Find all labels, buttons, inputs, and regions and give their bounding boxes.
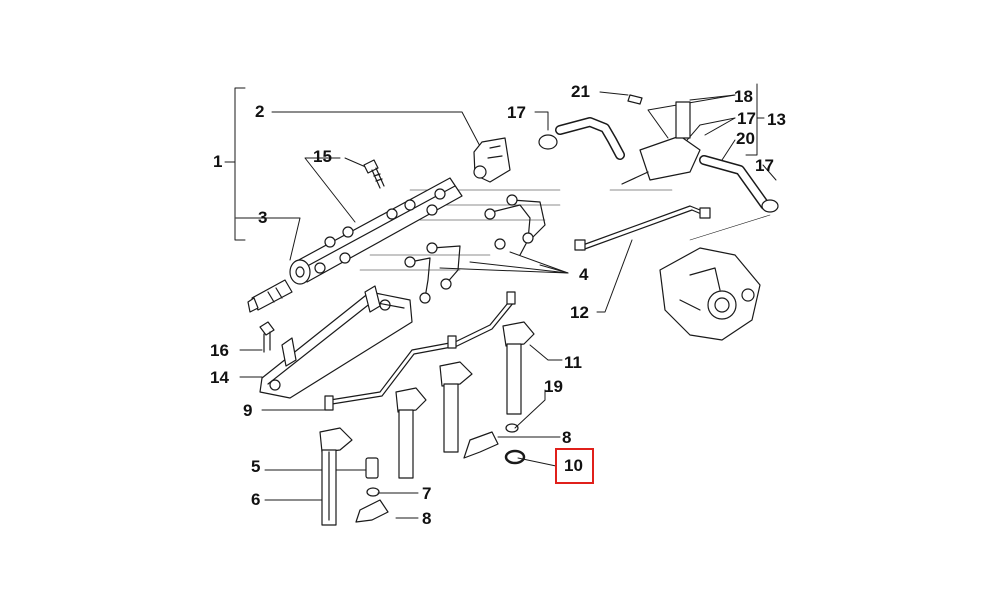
injector-1 (319, 427, 353, 526)
injector-4 (502, 321, 535, 415)
callout-17-top: 17 (737, 109, 756, 128)
highlight-box (555, 448, 594, 484)
injector-2 (395, 387, 427, 479)
callout-1: 1 (213, 152, 223, 171)
callout-10: 10 (564, 456, 583, 475)
fuel-rail (289, 177, 463, 285)
sleeve-5 (365, 457, 379, 479)
callout-20: 20 (736, 129, 755, 148)
callout-5: 5 (251, 457, 261, 476)
bolt-15 (363, 159, 385, 189)
callout-4: 4 (579, 265, 589, 284)
callout-9: 9 (243, 401, 253, 420)
callout-8-lower: 8 (422, 509, 432, 528)
callout-6: 6 (251, 490, 261, 509)
return-pipe (324, 291, 516, 411)
clamp-8-lower (355, 499, 389, 523)
callout-16: 16 (210, 341, 229, 360)
callout-14: 14 (210, 368, 229, 387)
callout-13: 13 (767, 110, 786, 129)
pressure-regulator (473, 137, 511, 183)
callout-12: 12 (570, 303, 589, 322)
pressure-sensor (247, 279, 293, 313)
callout-11: 11 (564, 353, 582, 372)
callout-3: 3 (258, 208, 268, 227)
callout-7: 7 (422, 484, 432, 503)
callout-17-left: 17 (507, 103, 526, 122)
callout-21: 21 (571, 82, 590, 101)
bolt-16 (259, 321, 275, 353)
high-pressure-pump (659, 247, 761, 341)
callout-2: 2 (255, 102, 265, 121)
injector-3 (439, 361, 473, 453)
bracket-plate (259, 285, 413, 399)
high-pressure-pipe (574, 205, 711, 251)
seal-19 (505, 423, 519, 433)
callout-8-upper: 8 (562, 428, 572, 447)
callout-15: 15 (313, 147, 332, 166)
washer-7 (366, 487, 380, 497)
washer-10 (504, 449, 526, 465)
hose-assembly (538, 94, 779, 213)
callout-18: 18 (734, 87, 753, 106)
leader-lines (224, 83, 777, 519)
clamp-8-upper (463, 431, 499, 459)
injector-pipes (404, 194, 546, 304)
callout-17-right: 17 (755, 156, 774, 175)
callout-19: 19 (544, 377, 563, 396)
